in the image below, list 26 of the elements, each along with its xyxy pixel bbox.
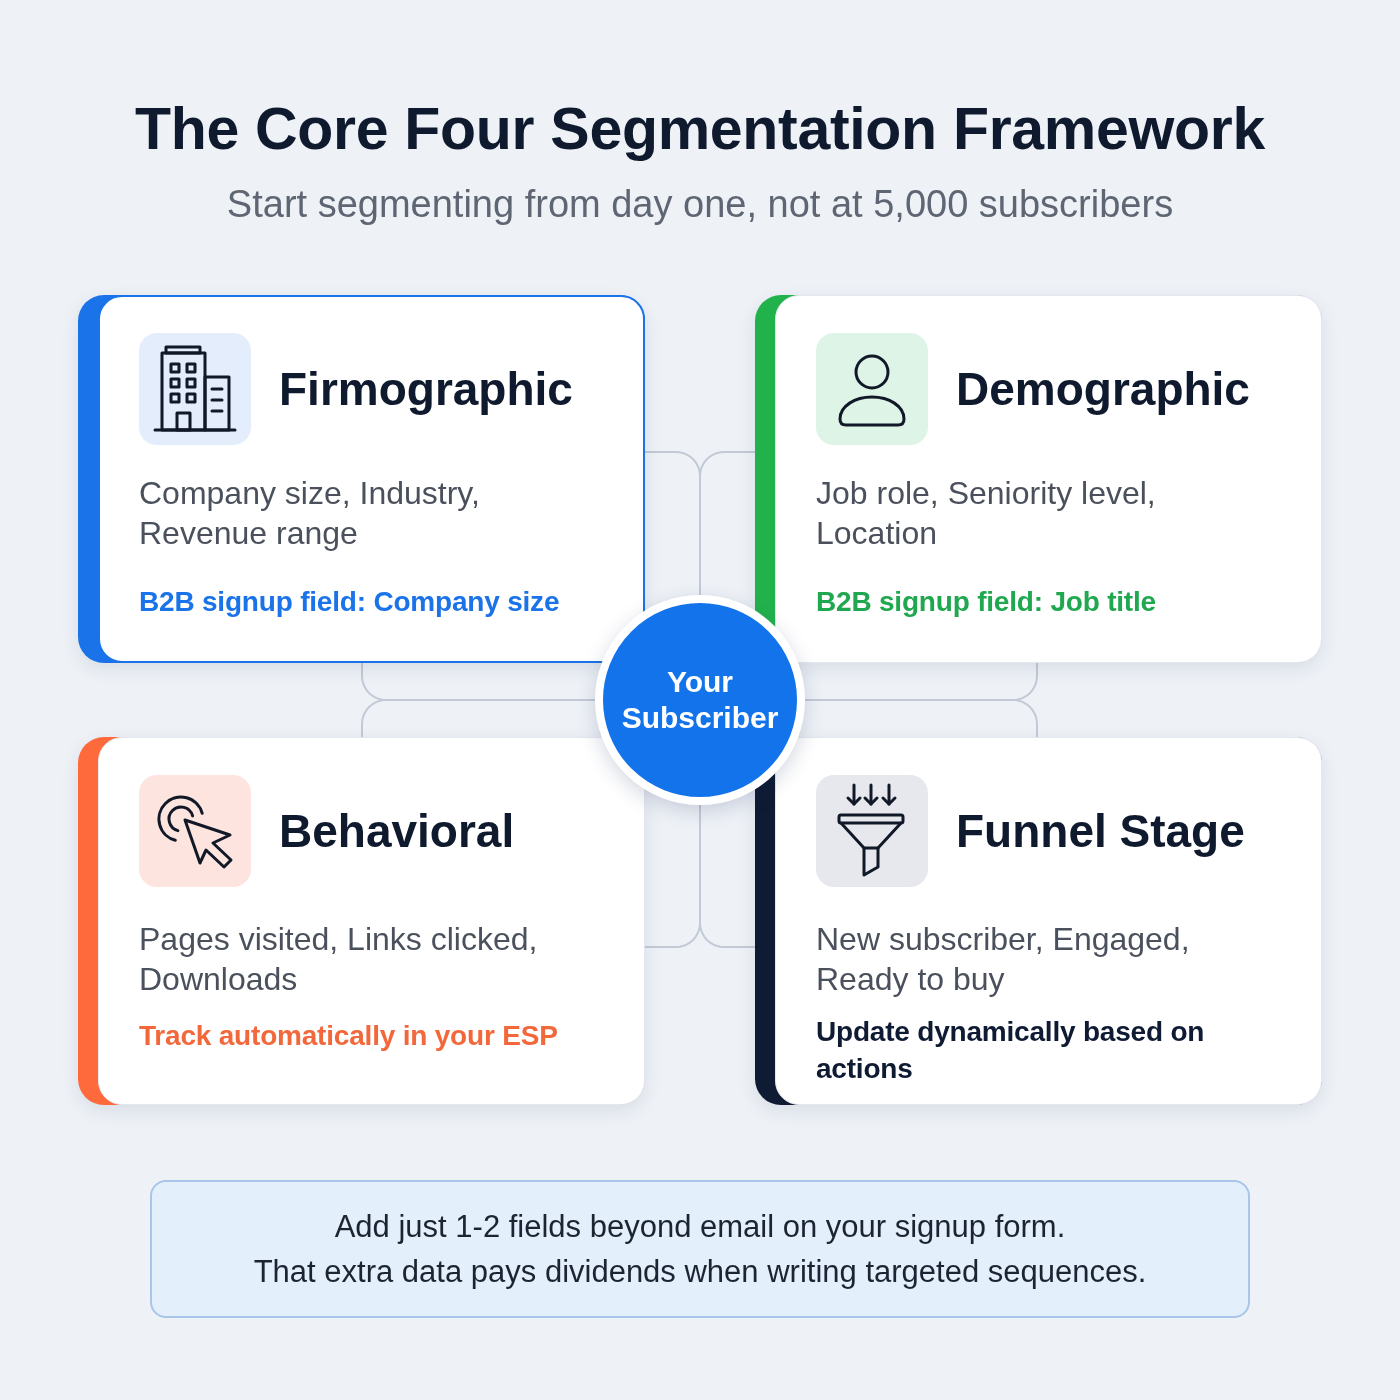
signup-hint: Track automatically in your ESP xyxy=(139,1019,558,1053)
card-description: Job role, Seniority level, Location xyxy=(816,474,1157,553)
tip-text: Add just 1-2 fields beyond email on your signup form. xyxy=(334,1208,1066,1246)
card-heading: Firmographic xyxy=(279,362,573,417)
card-description: New subscriber, Engaged, Ready to buy xyxy=(816,920,1191,999)
tip-box xyxy=(150,1180,1250,1318)
connector-line xyxy=(361,699,596,738)
card-heading: Demographic xyxy=(956,362,1250,417)
card-description: Company size, Industry, Revenue range xyxy=(139,474,481,553)
card-description: Pages visited, Links clicked, Downloads xyxy=(139,920,539,999)
connector-line xyxy=(804,699,1038,738)
card-heading: Behavioral xyxy=(279,804,515,859)
diagram-title: The Core Four Segmentation Framework xyxy=(134,95,1266,164)
node-label: Your Subscriber xyxy=(620,664,780,736)
signup-hint: B2B signup field: Job title xyxy=(816,585,1156,619)
signup-hint: Update dynamically based on actions xyxy=(816,1015,1206,1086)
connector-line xyxy=(699,451,756,596)
connector-line xyxy=(699,804,756,948)
signup-hint: B2B signup field: Company size xyxy=(139,585,560,619)
segment-card xyxy=(78,737,645,1105)
tip-text: That extra data pays dividends when writing targeted sequences. xyxy=(253,1253,1147,1291)
subtitle: Start segmenting from day one, not at 5,000 subscribers xyxy=(226,182,1174,227)
segment-card xyxy=(78,295,645,663)
card-heading: Funnel Stage xyxy=(956,804,1245,859)
segment-card xyxy=(755,295,1322,663)
segment-card xyxy=(755,737,1322,1105)
